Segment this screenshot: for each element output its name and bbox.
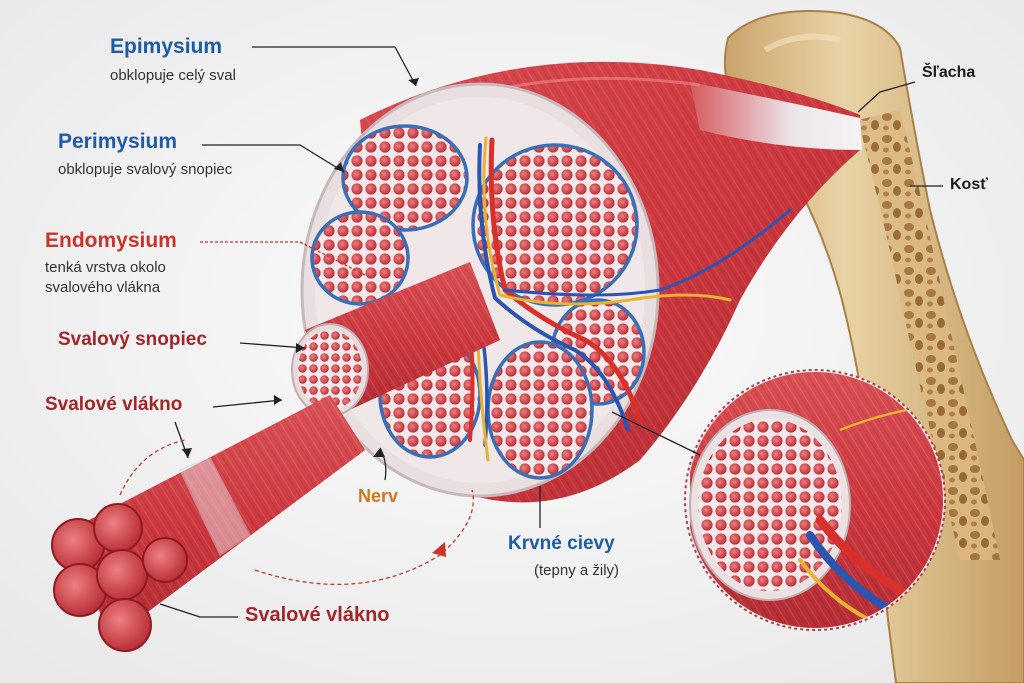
dashed-arcs — [119, 439, 474, 586]
leader-fiber-top — [212, 399, 283, 408]
leader-fiber-bottom — [159, 603, 238, 618]
fascicle-bundle-tube — [291, 262, 500, 417]
blood-vessels-title: Krvné cievy — [508, 533, 615, 554]
perimysium-desc: obklopuje svalový snopiec — [58, 161, 233, 178]
fascicle — [341, 124, 469, 232]
fascicle-label: Svalový snopiec — [58, 329, 207, 350]
fiber-end — [142, 537, 188, 583]
epimysium-title: Epimysium — [110, 35, 223, 58]
arc-fiber-bottom — [254, 489, 474, 586]
fiber-end — [98, 598, 152, 652]
fascicle — [471, 143, 639, 307]
leader-endomysium — [200, 241, 366, 276]
bone-label: Kosť — [950, 176, 988, 193]
leader-tendon — [857, 81, 916, 113]
nerve-label: Nerv — [358, 486, 399, 506]
arc-fiber-top — [119, 439, 186, 496]
fascicle-group — [310, 124, 646, 480]
perimysium-title: Perimysium — [58, 130, 178, 153]
endomysium-desc-line1: tenká vrstva okolo — [45, 259, 166, 276]
fiber-end — [96, 549, 148, 601]
fiber-label-top: Svalové vlákno — [45, 394, 183, 415]
fiber-ends — [51, 503, 188, 652]
nerves — [476, 136, 732, 462]
fascicle — [486, 340, 594, 480]
arrowhead — [432, 542, 446, 557]
fiber-bundle — [51, 395, 365, 652]
endomysium-title: Endomysium — [45, 229, 177, 252]
tendon-label: Šľacha — [922, 64, 976, 81]
magnified-inset — [684, 369, 946, 631]
endomysium-desc-line2: svalového vlákna — [45, 279, 161, 296]
fiber-label-bottom: Svalové vlákno — [245, 604, 390, 626]
tendon — [690, 82, 862, 150]
epimysium-desc: obklopuje celý sval — [110, 67, 236, 84]
blood-vessels-desc: (tepny a žily) — [534, 562, 620, 579]
leader-arrowheads — [182, 78, 419, 458]
leader-fascicle — [239, 342, 306, 349]
leader-inset — [611, 411, 701, 456]
leader-epimysium — [252, 46, 417, 87]
leader-lines — [159, 46, 943, 618]
fiber-end — [93, 503, 143, 553]
fascicle — [310, 210, 410, 306]
leader-perimysium — [202, 144, 345, 173]
